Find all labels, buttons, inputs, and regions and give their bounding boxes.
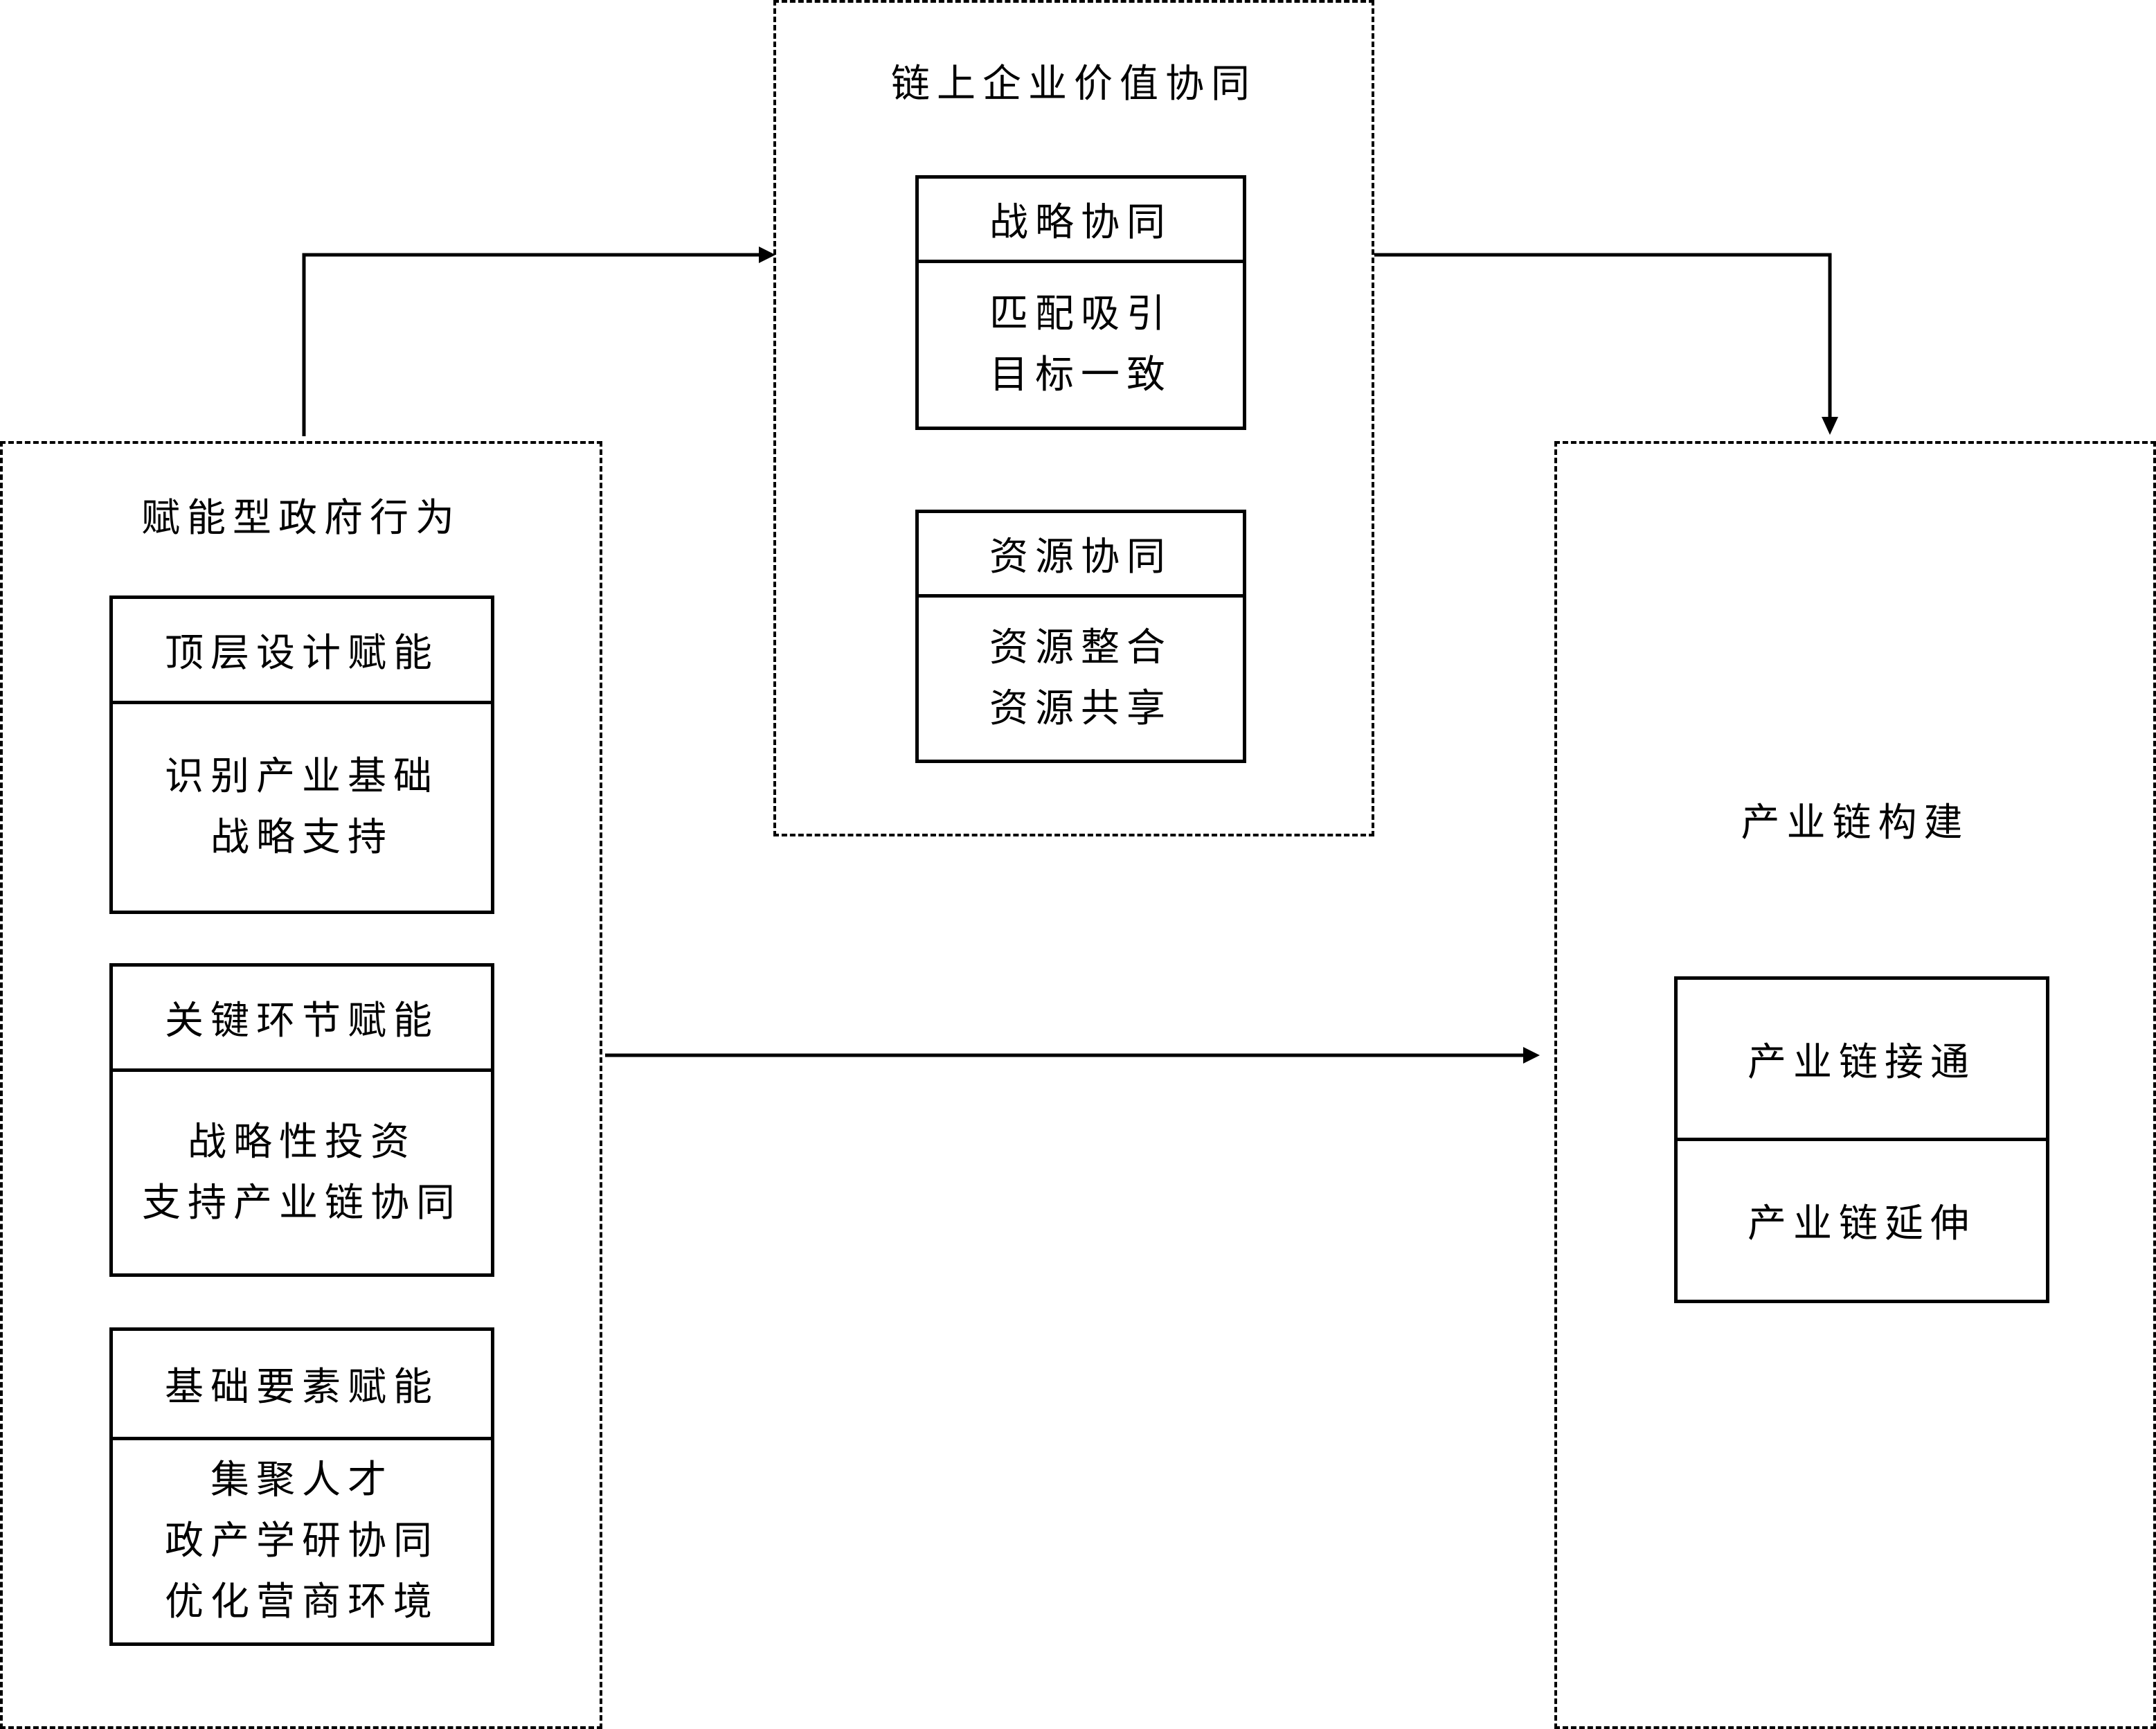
left-box-1-line-2: 战略支持	[210, 815, 393, 860]
right-group-title: 产业链构建	[1741, 800, 1970, 845]
left-box-1: 顶层设计赋能 识别产业基础 战略支持	[109, 595, 494, 914]
left-box-1-body: 识别产业基础 战略支持	[113, 704, 491, 911]
left-box-2: 关键环节赋能 战略性投资 支持产业链协同	[109, 963, 494, 1277]
arrow-left-to-right-head	[1523, 1047, 1540, 1064]
arrow-top-to-right	[1374, 253, 1832, 417]
right-box: 产业链接通 产业链延伸	[1674, 976, 2049, 1303]
top-group-title: 链上企业价值协同	[891, 62, 1257, 107]
right-box-row-2: 产业链延伸	[1748, 1201, 1976, 1246]
arrow-left-to-top	[302, 253, 762, 436]
top-box-1-line-1: 匹配吸引	[989, 292, 1172, 337]
top-box-1-body: 匹配吸引 目标一致	[919, 263, 1243, 427]
left-box-3-head: 基础要素赋能	[113, 1331, 491, 1440]
left-group-title: 赋能型政府行为	[141, 496, 461, 541]
top-box-1: 战略协同 匹配吸引 目标一致	[915, 175, 1246, 430]
top-group: 链上企业价值协同	[773, 0, 1374, 836]
left-box-2-body: 战略性投资 支持产业链协同	[113, 1072, 491, 1273]
left-box-3: 基础要素赋能 集聚人才 政产学研协同 优化营商环境	[109, 1327, 494, 1646]
right-box-row-1: 产业链接通	[1678, 980, 2046, 1141]
left-box-3-line-2: 政产学研协同	[165, 1519, 439, 1564]
top-box-1-head: 战略协同	[919, 179, 1243, 263]
arrow-left-to-top-head	[759, 247, 775, 263]
top-box-2-body: 资源整合 资源共享	[919, 598, 1243, 760]
top-box-1-line-2: 目标一致	[989, 352, 1172, 397]
top-box-2-head: 资源协同	[919, 513, 1243, 598]
left-box-3-line-1: 集聚人才	[210, 1458, 393, 1503]
left-box-3-body: 集聚人才 政产学研协同 优化营商环境	[113, 1440, 491, 1642]
top-box-2-line-1: 资源整合	[989, 625, 1172, 670]
left-box-2-line-1: 战略性投资	[188, 1119, 416, 1165]
left-box-2-line-2: 支持产业链协同	[142, 1180, 462, 1226]
left-box-1-line-1: 识别产业基础	[165, 754, 439, 799]
left-box-1-head: 顶层设计赋能	[113, 599, 491, 704]
left-group: 赋能型政府行为	[0, 441, 602, 1729]
top-box-2-line-2: 资源共享	[989, 686, 1172, 731]
left-box-3-line-3: 优化营商环境	[165, 1579, 439, 1624]
left-box-2-head: 关键环节赋能	[113, 967, 491, 1072]
top-box-2: 资源协同 资源整合 资源共享	[915, 510, 1246, 763]
arrow-top-to-right-head	[1822, 417, 1838, 435]
